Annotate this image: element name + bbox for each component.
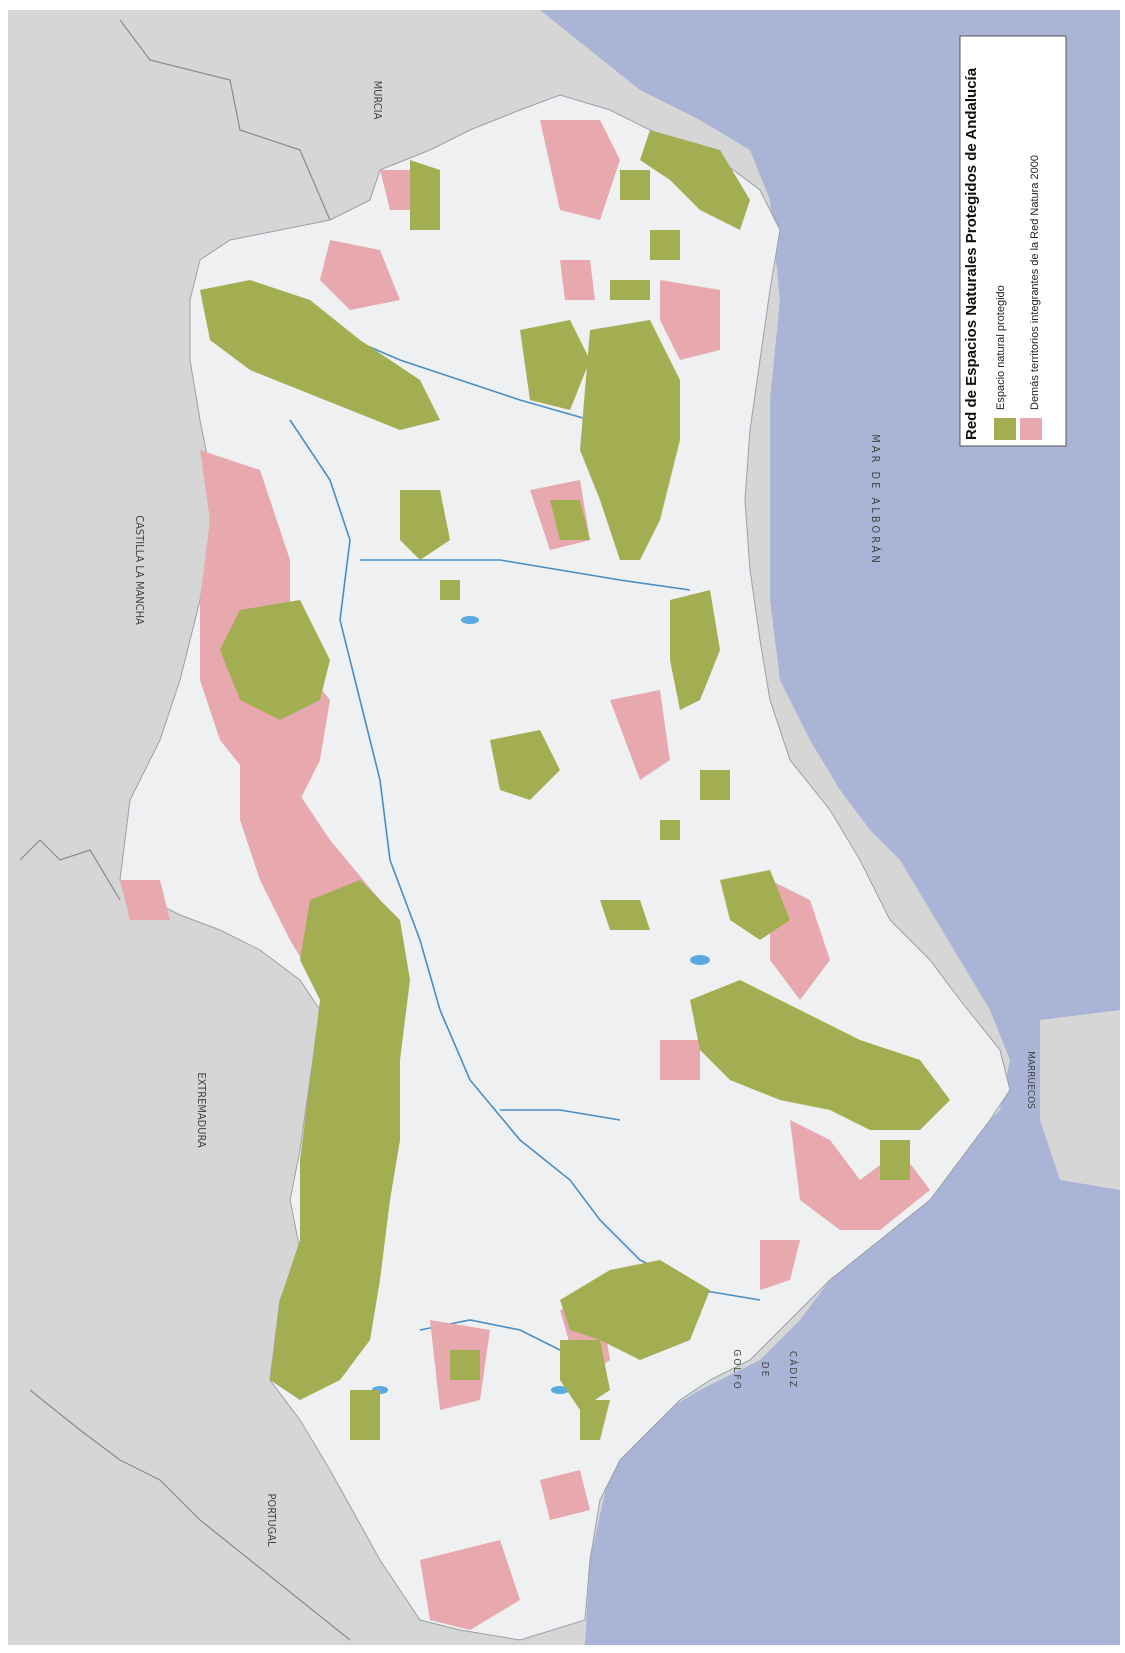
legend-label-protected: Espacio natural protegido bbox=[995, 285, 1007, 410]
sea-label-golfo-3: CÁDIZ bbox=[787, 1351, 800, 1389]
legend-title: Red de Espacios Naturales Protegidos de … bbox=[963, 67, 980, 440]
region-label-marruecos: MARRUECOS bbox=[1025, 1051, 1036, 1109]
region-label-portugal: PORTUGAL bbox=[265, 1493, 278, 1547]
legend-swatch-protected bbox=[994, 418, 1016, 440]
sea-label-alboran: MAR DE ALBORÁN bbox=[869, 434, 882, 566]
region-label-castilla-la-mancha: CASTILLA LA MANCHA bbox=[133, 515, 146, 625]
protected-areas bbox=[200, 130, 950, 1440]
sea-label-golfo-1: GOLFO bbox=[731, 1349, 742, 1390]
region-label-murcia: MURCIA bbox=[371, 81, 384, 120]
legend-swatch-natura bbox=[1020, 418, 1042, 440]
morocco-land bbox=[1040, 1010, 1120, 1190]
legend-label-natura: Demás territorios integrantes de la Red … bbox=[1029, 155, 1041, 410]
legend: Red de Espacios Naturales Protegidos de … bbox=[959, 35, 1067, 447]
region-label-extremadura: EXTREMADURA bbox=[195, 1072, 208, 1148]
sea-label-golfo-2: DE bbox=[759, 1362, 770, 1379]
rivers bbox=[289, 329, 761, 1351]
